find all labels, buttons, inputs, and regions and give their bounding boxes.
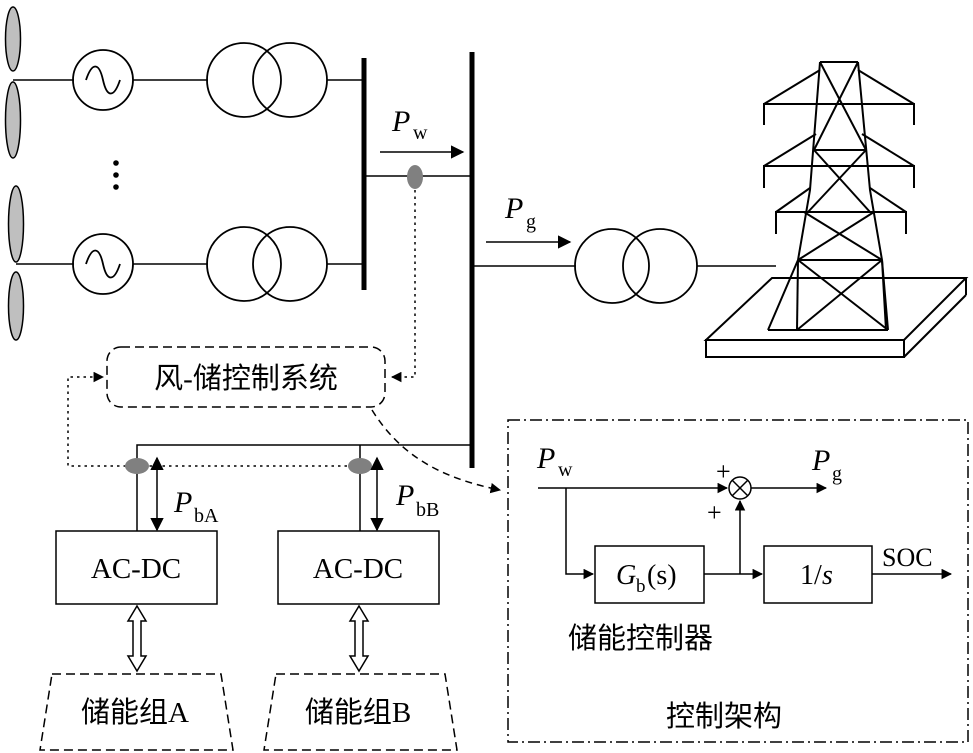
generator-1 [72,49,134,111]
current-sensor-pw [407,165,423,189]
storage-b-label: 储能组B [305,696,411,729]
pg-label-sub: g [526,211,536,233]
control-architecture-caption: 控制架构 [666,700,782,733]
gb-label-sub: b [636,576,646,597]
storage-group-b [263,673,458,751]
plus-bottom: + [707,498,722,527]
turbine-blade-icon [4,6,22,72]
turbine-blade-icon [7,271,25,341]
wind-turbine-1 [4,6,74,159]
acdc-converter-b [277,530,440,605]
integrator-num: 1/ [800,560,822,591]
acdc-converter-a [55,530,218,605]
wind-turbine-2 [7,185,74,341]
transformer-icon [206,42,282,118]
pw-label-sub: w [413,122,428,144]
gb-label: G [616,560,636,591]
storage-a-label: 储能组A [81,696,189,729]
gb-label-arg: (s) [647,560,677,591]
ellipsis-dots [113,160,119,190]
wind-storage-control-system-box [106,346,386,408]
storage-group-a [39,673,234,751]
pba-label-sub: bA [194,505,219,527]
pbb-label: P [395,479,414,512]
pw-measurement-signal [390,190,416,383]
pba-label: P [173,486,192,519]
grid-transformer [574,228,698,304]
transmission-tower-icon [703,61,969,358]
storage-measurement-signal [67,371,360,467]
to-control-architecture-arrow [371,409,502,494]
dc-link-arrow-a [126,604,148,673]
dc-link-arrow-b [348,604,370,673]
acdc-a-label: AC-DC [91,553,181,585]
acdc-b-label: AC-DC [313,553,403,585]
ctrl-pw-label: P [536,442,555,475]
integrator-block [763,545,873,604]
current-sensor-a [125,458,149,474]
summing-junction-icon [728,476,752,500]
integrator-s: s [822,560,833,591]
control-system-label: 风-储控制系统 [154,362,338,395]
turbine-blade-icon [4,81,22,159]
control-architecture-box [507,419,969,743]
storage-controller-caption: 储能控制器 [568,622,713,655]
transformer-icon [206,226,282,302]
plus-top: + [716,457,731,486]
gb-transfer-function-block [594,545,705,604]
pg-label: P [504,192,523,225]
ctrl-pg-label-sub: g [832,463,842,485]
transformer-icon [574,228,650,304]
ctrl-pw-label-sub: w [558,459,573,481]
pbb-label-sub: bB [416,499,439,521]
turbine-blade-icon [7,185,25,263]
transformer-1 [206,42,328,118]
pw-label: P [391,105,410,138]
transformer-2 [206,226,328,302]
generator-2 [72,233,134,295]
current-sensor-b [348,458,372,474]
soc-label: SOC [882,543,933,572]
ctrl-pg-label: P [811,444,830,477]
